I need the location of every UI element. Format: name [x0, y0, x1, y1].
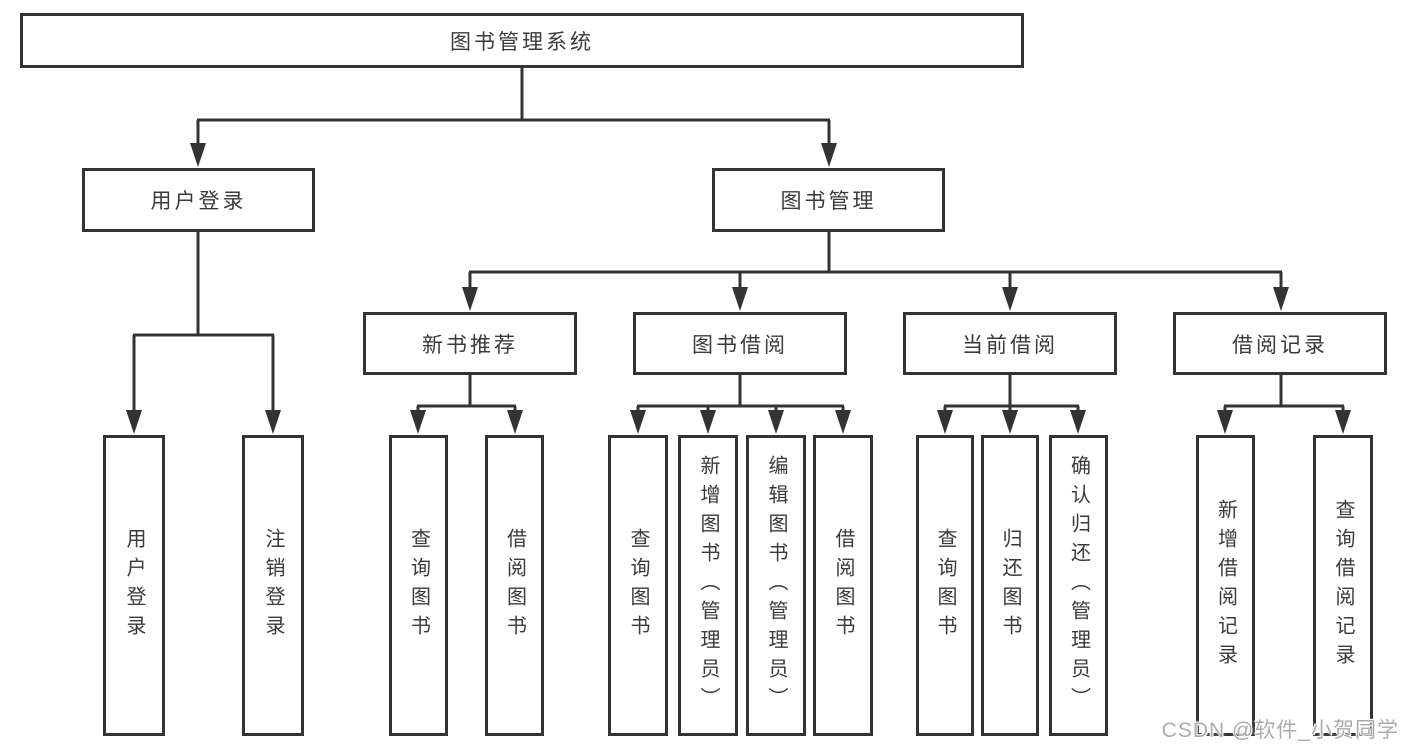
node-library-management-system: 图书管理系统 — [20, 13, 1024, 68]
leaf-borrow-books-recommend: 借阅图书 — [485, 435, 544, 736]
node-book-borrow: 图书借阅 — [633, 312, 847, 375]
leaf-borrow-books: 借阅图书 — [813, 435, 873, 736]
leaf-confirm-return-admin: 确认归还（管理员） — [1049, 435, 1108, 736]
leaf-add-book-admin: 新增图书（管理员） — [678, 435, 738, 736]
leaf-logout: 注销登录 — [242, 435, 304, 736]
node-user-login: 用户登录 — [82, 168, 315, 232]
leaf-query-books-recommend: 查询图书 — [389, 435, 448, 736]
leaf-edit-book-admin: 编辑图书（管理员） — [746, 435, 806, 736]
csdn-watermark: CSDN @软件_小贺同学 — [1161, 719, 1399, 742]
leaf-query-books-borrow: 查询图书 — [608, 435, 668, 736]
leaf-user-login: 用户登录 — [103, 435, 165, 736]
leaf-add-borrow-record: 新增借阅记录 — [1196, 435, 1255, 736]
leaf-return-book: 归还图书 — [981, 435, 1039, 736]
leaf-query-borrow-record: 查询借阅记录 — [1313, 435, 1373, 736]
leaf-query-books-current: 查询图书 — [916, 435, 974, 736]
node-borrow-records: 借阅记录 — [1173, 312, 1387, 375]
node-current-borrow: 当前借阅 — [903, 312, 1117, 375]
node-new-book-recommend: 新书推荐 — [363, 312, 577, 375]
node-book-management: 图书管理 — [712, 168, 945, 232]
